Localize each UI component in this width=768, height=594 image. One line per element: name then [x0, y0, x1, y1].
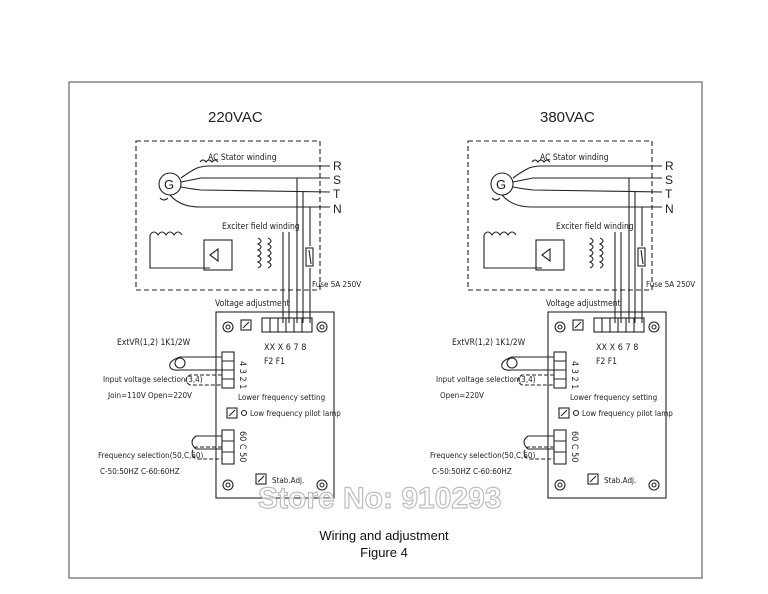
store-watermark: Store No: 910293 — [258, 482, 501, 515]
generator-box — [467, 140, 653, 291]
mount-hole — [222, 321, 234, 333]
frequency-options: C-50:50HZ C-60:60HZ — [432, 467, 512, 476]
frequency-selection-label: Frequency selection(50,C,60) — [430, 451, 535, 460]
terminal-r: R — [333, 159, 342, 173]
generator-tilde — [159, 197, 169, 201]
exciter-label: Exciter field winding — [222, 222, 300, 232]
input-voltage-options: Open=220V — [440, 391, 484, 400]
rectifier-diode — [209, 247, 219, 263]
ac-stator-label: AC Stator winding — [540, 153, 609, 163]
pilot-lamp — [240, 409, 248, 417]
terminal-numbers: XX X 6 7 8 — [596, 343, 638, 353]
lower-frequency-label: Lower frequency setting — [570, 393, 657, 402]
stator-line-r — [180, 165, 330, 179]
stator-line-n — [501, 194, 662, 208]
side-terminal-numbers: 4 3 2 1 — [569, 361, 579, 389]
fuse-label: Fuse 5A 250V — [312, 280, 361, 289]
diagram-title: 380VAC — [540, 109, 595, 126]
stab-adjust-label: Stab.Adj. — [272, 476, 304, 485]
voltage-adjust-pot[interactable] — [572, 319, 584, 331]
frequency-terminal-numbers: 60 C 50 — [569, 431, 579, 462]
generator-box — [135, 140, 321, 291]
terminal-block-top — [261, 317, 313, 333]
diagram-title: 220VAC — [208, 109, 263, 126]
mount-hole — [316, 479, 328, 491]
lower-frequency-label: Lower frequency setting — [238, 393, 325, 402]
mount-hole — [222, 479, 234, 491]
terminal-s: S — [665, 173, 673, 187]
frequency-terminal-block — [221, 429, 235, 465]
exciter-label: Exciter field winding — [556, 222, 634, 232]
input-voltage-options: Join=110V Open=220V — [107, 391, 192, 400]
generator-letter: G — [164, 177, 174, 192]
terminal-block-top — [593, 317, 645, 333]
frequency-selection-label: Frequency selection(50,C,60) — [98, 451, 203, 460]
voltage-adjust-pot[interactable] — [240, 319, 252, 331]
frequency-jumper-b — [191, 446, 222, 460]
frequency-terminal-numbers: 60 C 50 — [237, 431, 247, 462]
fuse-symbol — [305, 247, 314, 267]
pilot-lamp-label: Low frequency pilot lamp — [582, 409, 673, 418]
stator-line-s — [512, 177, 662, 183]
avr-board — [215, 311, 335, 499]
fuse-label: Fuse 5A 250V — [646, 280, 695, 289]
voltage-adjustment-label: Voltage adjustment — [215, 299, 290, 309]
generator-letter: G — [496, 177, 506, 192]
fuse-symbol — [637, 247, 646, 267]
exciter-wire — [149, 235, 210, 269]
stator-line-s — [180, 177, 330, 183]
stator-line-r — [512, 165, 662, 179]
voltage-adjustment-label: Voltage adjustment — [546, 299, 621, 309]
avr-board — [547, 311, 667, 499]
stator-line-n — [169, 194, 330, 208]
stator-coil — [199, 159, 219, 163]
figure-frame — [68, 81, 703, 579]
lower-frequency-pot[interactable] — [226, 407, 238, 419]
stab-adjust-pot[interactable] — [255, 473, 267, 485]
terminal-r: R — [665, 159, 674, 173]
ext-vr-wire — [169, 356, 222, 371]
mount-hole — [316, 321, 328, 333]
ext-vr-symbol — [174, 357, 186, 369]
rectifier-box — [203, 239, 233, 271]
frequency-terminal-block — [553, 429, 567, 465]
exciter-coil-left — [149, 231, 183, 236]
frequency-jumper-a — [191, 435, 222, 450]
ext-vr-label: ExtVR(1,2) 1K1/2W — [117, 338, 191, 348]
stab-adjust-pot[interactable] — [587, 473, 599, 485]
caption-figure: Figure 4 — [360, 545, 408, 560]
frequency-options: C-50:50HZ C-60:60HZ — [100, 467, 180, 476]
input-select-wire — [185, 374, 222, 386]
input-voltage-selection-label: Input voltage selection(3,4) — [103, 375, 203, 384]
terminal-n: N — [665, 202, 674, 216]
stator-line-t — [512, 186, 663, 193]
terminal-t: T — [665, 187, 673, 201]
rectifier-box — [535, 239, 565, 271]
ext-vr-label: ExtVR(1,2) 1K1/2W — [452, 338, 526, 348]
fuse-mark — [308, 249, 312, 265]
exciter-coil-right-a — [256, 237, 262, 269]
terminal-s: S — [333, 173, 341, 187]
side-terminal-numbers: 4 3 2 1 — [237, 361, 247, 389]
lower-frequency-pot[interactable] — [558, 407, 570, 419]
exciter-coil-right-b — [266, 237, 272, 269]
caption-title: Wiring and adjustment — [319, 528, 449, 543]
terminal-numbers: XX X 6 7 8 — [264, 343, 306, 353]
pilot-lamp-label: Low frequency pilot lamp — [250, 409, 341, 418]
diagram-380vac: 380VAC G AC Stator winding R S T N Excit… — [430, 109, 695, 499]
terminal-f-labels: F2 F1 — [596, 357, 617, 367]
terminal-t: T — [333, 187, 341, 201]
stator-line-t — [180, 186, 331, 193]
stab-adjust-label: Stab.Adj. — [604, 476, 636, 485]
terminal-f-labels: F2 F1 — [264, 357, 285, 367]
diagram-220vac: 220VAC G AC Stator winding R S T N Excit… — [98, 109, 361, 499]
terminal-n: N — [333, 202, 342, 216]
ac-stator-label: AC Stator winding — [208, 153, 277, 163]
input-voltage-selection-label: Input voltage selection(3,4) — [436, 375, 536, 384]
